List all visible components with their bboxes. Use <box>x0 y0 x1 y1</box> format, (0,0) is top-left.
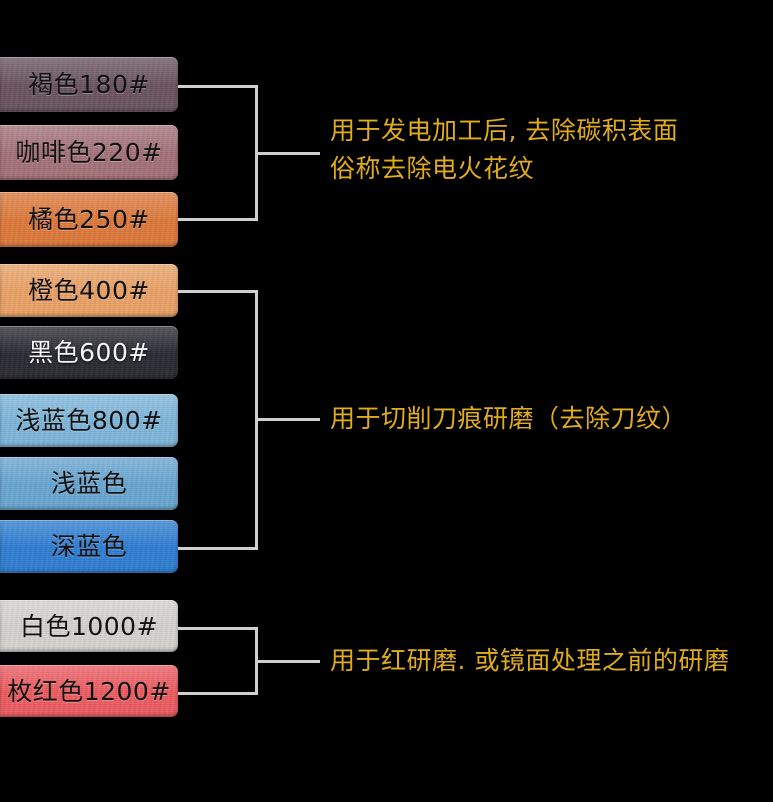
annotation-text: 用于切削刀痕研磨（去除刀纹） <box>330 400 687 438</box>
color-bar-label: 橙色400# <box>28 276 150 305</box>
color-bar-label: 白色1000# <box>19 611 159 641</box>
bracket-spine <box>255 290 258 550</box>
color-bar: 深蓝色 <box>0 520 178 573</box>
color-bar: 黑色600# <box>0 326 178 379</box>
color-bar-label: 橘色250# <box>28 205 150 234</box>
bracket-spine <box>255 627 258 695</box>
color-bar-label: 黑色600# <box>28 338 150 367</box>
color-bar: 浅蓝色 <box>0 457 178 510</box>
bracket-stem <box>255 418 320 421</box>
color-bar-label: 浅蓝色 <box>50 469 128 498</box>
color-bar: 白色1000# <box>0 600 178 652</box>
color-bar-label: 咖啡色220# <box>15 138 163 167</box>
bracket-bottom-arm <box>178 547 258 550</box>
color-bar: 褐色180# <box>0 57 178 112</box>
color-bar: 咖啡色220# <box>0 125 178 180</box>
annotation-text: 用于红研磨. 或镜面处理之前的研磨 <box>330 642 729 680</box>
bracket-bottom-arm <box>178 692 258 695</box>
color-bar: 橘色250# <box>0 192 178 247</box>
annotation-line: 用于切削刀痕研磨（去除刀纹） <box>330 404 688 433</box>
color-bar-label: 褐色180# <box>28 70 150 99</box>
bracket-top-arm <box>178 290 258 293</box>
color-bar-label: 深蓝色 <box>50 532 128 561</box>
bracket-spine <box>255 85 258 221</box>
color-bar: 浅蓝色800# <box>0 394 178 447</box>
annotation-line: 用于红研磨. 或镜面处理之前的研磨 <box>330 646 730 675</box>
color-bar-label: 浅蓝色800# <box>15 406 163 435</box>
annotation-line: 用于发电加工后, 去除碳积表面 <box>330 116 679 145</box>
bracket-top-arm <box>178 85 258 88</box>
bracket-stem <box>255 152 320 155</box>
color-bar: 枚红色1200# <box>0 665 178 717</box>
annotation-text: 用于发电加工后, 去除碳积表面俗称去除电火花纹 <box>330 112 678 188</box>
bracket-bottom-arm <box>178 218 258 221</box>
color-bar-label: 枚红色1200# <box>7 676 171 706</box>
color-bar: 橙色400# <box>0 264 178 317</box>
bracket-top-arm <box>178 627 258 630</box>
annotation-line: 俗称去除电火花纹 <box>330 154 535 183</box>
bracket-stem <box>255 660 320 663</box>
